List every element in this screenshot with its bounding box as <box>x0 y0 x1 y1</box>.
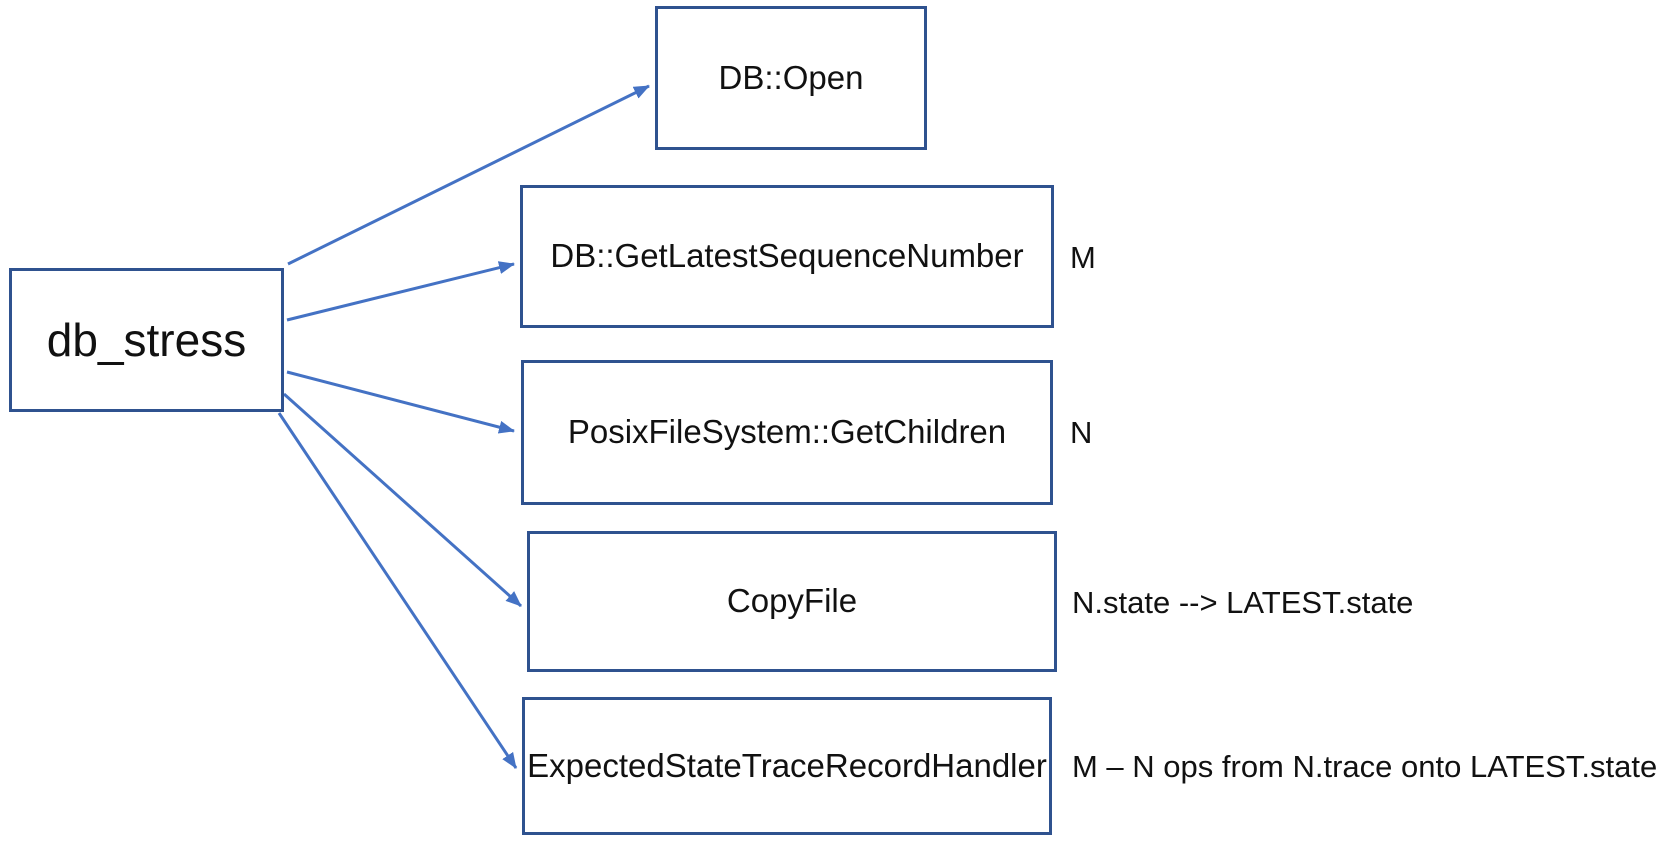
node-posix-get-children-label: PosixFileSystem::GetChildren <box>567 413 1007 451</box>
node-db-stress: db_stress <box>9 268 284 412</box>
node-expected-state-trace-record-handler: ExpectedStateTraceRecordHandler <box>522 697 1052 835</box>
arrow-to-expected-state-trace-record-handler <box>277 412 518 769</box>
node-expected-state-trace-record-handler-label: ExpectedStateTraceRecordHandler <box>527 746 1047 784</box>
arrow-to-copy-file <box>282 392 523 608</box>
node-copy-file: CopyFile <box>527 531 1057 672</box>
node-posix-get-children: PosixFileSystem::GetChildren <box>521 360 1053 505</box>
annotation-copy-file: N.state --> LATEST.state <box>1072 584 1414 620</box>
arrow-to-posix-get-children <box>286 370 515 434</box>
node-get-latest-sequence-number-label: DB::GetLatestSequenceNumber <box>550 237 1024 275</box>
annotation-m: M <box>1070 239 1096 275</box>
node-get-latest-sequence-number: DB::GetLatestSequenceNumber <box>520 185 1054 328</box>
arrow-to-get-latest-sequence-number <box>286 261 515 322</box>
node-copy-file-label: CopyFile <box>726 582 858 620</box>
annotation-n: N <box>1070 414 1093 450</box>
node-db-open-label: DB::Open <box>718 58 864 96</box>
arrow-to-db-open <box>287 84 650 266</box>
node-db-open: DB::Open <box>655 6 927 150</box>
annotation-trace-replay: M – N ops from N.trace onto LATEST.state <box>1072 748 1658 784</box>
node-db-stress-label: db_stress <box>46 314 247 366</box>
